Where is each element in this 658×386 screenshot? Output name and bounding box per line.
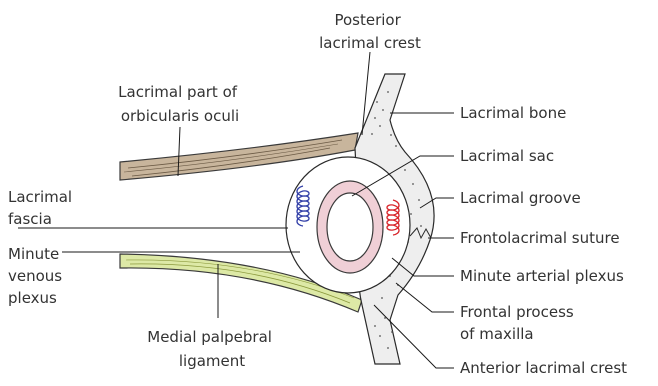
label-bone: Lacrimal bone [460,104,566,122]
label-venous: Minute venous plexus [8,245,67,307]
label-arterial: Minute arterial plexus [460,267,624,285]
label-orbicularis: Lacrimal part of orbicularis oculi [118,83,242,125]
label-sac: Lacrimal sac [460,147,554,165]
label-fascia: Lacrimal fascia [8,188,77,228]
label-frontal: Frontal process of maxilla [460,303,579,343]
label-suture: Frontolacrimal suture [460,229,620,247]
label-posterior-crest: Posterior lacrimal crest [319,11,421,52]
label-groove: Lacrimal groove [460,189,581,207]
lacrimal-sac [317,181,383,273]
label-palpebral: Medial palpebral ligament [147,328,276,370]
label-anterior-crest: Anterior lacrimal crest [460,359,627,377]
